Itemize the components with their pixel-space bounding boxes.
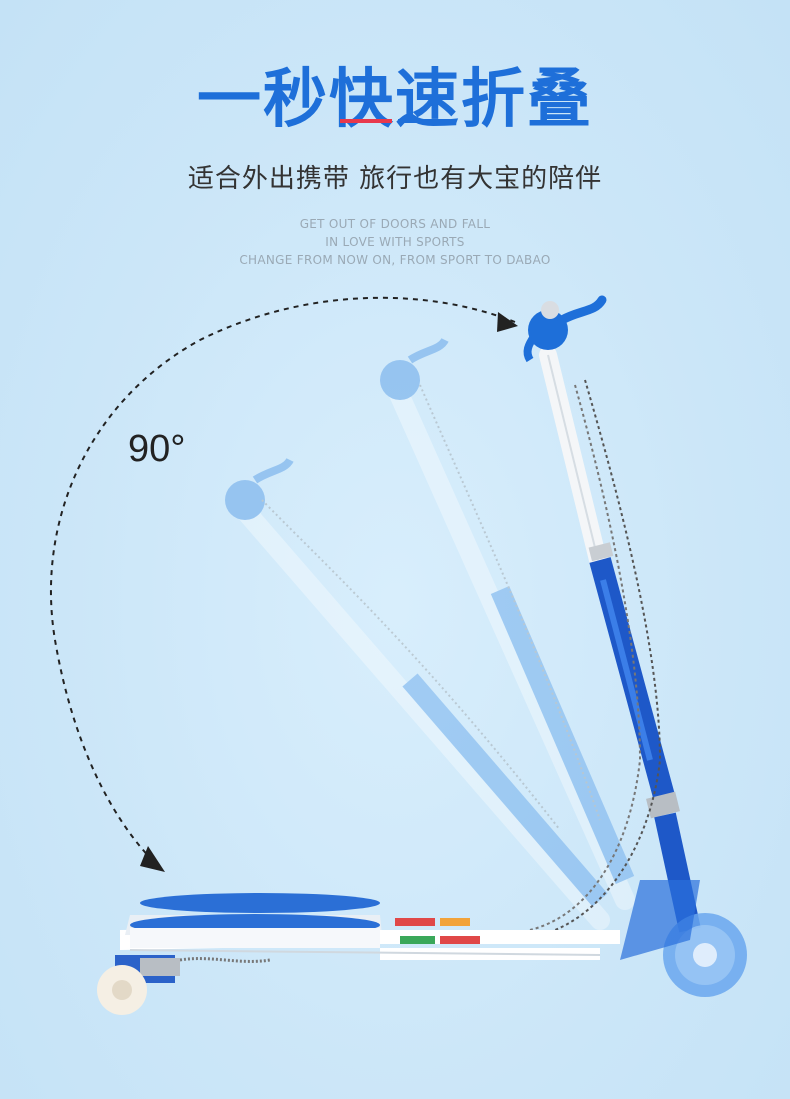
red-divider <box>340 119 392 123</box>
english-line-3: CHANGE FROM NOW ON, FROM SPORT TO DABAO <box>239 253 551 267</box>
english-line-2: IN LOVE WITH SPORTS <box>325 235 465 249</box>
arrow-icon-bottom <box>140 846 165 872</box>
headline: 一秒快速折叠 <box>197 63 593 137</box>
subtitle: 适合外出携带 旅行也有大宝的陪伴 <box>187 164 603 194</box>
blue-divider <box>398 119 450 123</box>
scooter-upright <box>523 295 747 997</box>
rotation-arc <box>49 296 516 869</box>
english-line-1: GET OUT OF DOORS AND FALL <box>299 217 491 231</box>
scooter-deck <box>97 893 620 1015</box>
ghost-scooter-1 <box>225 457 610 930</box>
arrow-icon-top <box>497 312 518 332</box>
angle-label: 90° <box>128 428 186 470</box>
ghost-scooter-2 <box>380 337 635 910</box>
